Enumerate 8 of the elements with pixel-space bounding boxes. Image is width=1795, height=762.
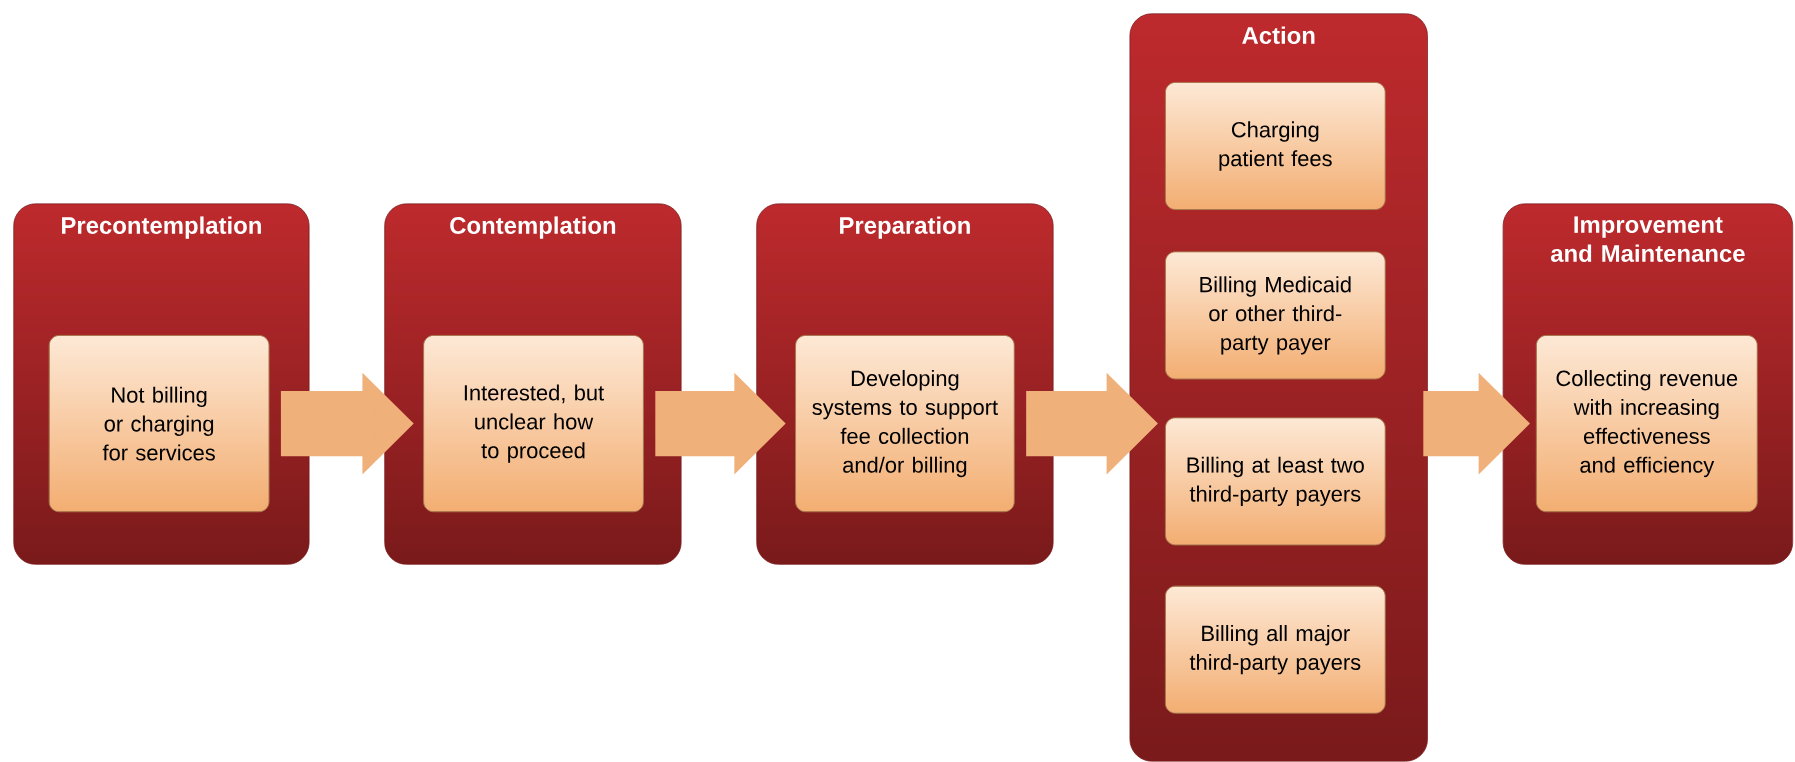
stage-box: Charging patient fees <box>1164 81 1386 211</box>
stage-box: Not billing or charging for services <box>48 334 270 513</box>
stage-box: Developing systems to support fee collection and/or billing <box>795 334 1015 513</box>
stage-box: Billing at least two third-party payers <box>1164 417 1386 546</box>
stage-box: Billing all major third-party payers <box>1164 585 1386 714</box>
stage-box: Collecting revenue with increasing effectiveness and efficiency <box>1535 334 1758 513</box>
stage-box: Billing Medicaid or other third-party payer <box>1164 251 1386 380</box>
stage-box: Interested, but unclear how to proceed <box>423 334 644 513</box>
